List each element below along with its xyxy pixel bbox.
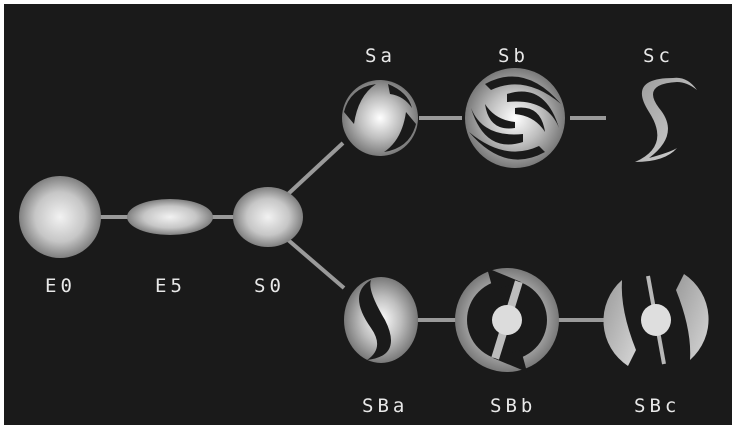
galaxy-sbc (603, 274, 709, 366)
label-e0: E0 (45, 275, 76, 297)
connectors (100, 116, 606, 322)
label-sbb: SBb (490, 395, 536, 417)
galaxy-sa (342, 80, 418, 156)
connector-s0-sa (285, 141, 345, 197)
galaxy-e5 (127, 199, 213, 235)
galaxy-sc (635, 77, 697, 162)
label-sb: Sb (498, 45, 529, 67)
connector-s0-sba (285, 237, 346, 290)
galaxy-e0 (19, 176, 101, 258)
label-s0: S0 (254, 275, 285, 297)
galaxy-sbb (455, 268, 559, 372)
label-sbc: SBc (634, 395, 680, 417)
galaxy-s0 (233, 187, 303, 247)
label-sc: Sc (643, 45, 674, 67)
label-sa: Sa (365, 45, 396, 67)
label-e5: E5 (155, 275, 186, 297)
galaxy-sb (465, 68, 565, 168)
label-sba: SBa (362, 395, 408, 417)
galaxy-sba (344, 277, 418, 363)
